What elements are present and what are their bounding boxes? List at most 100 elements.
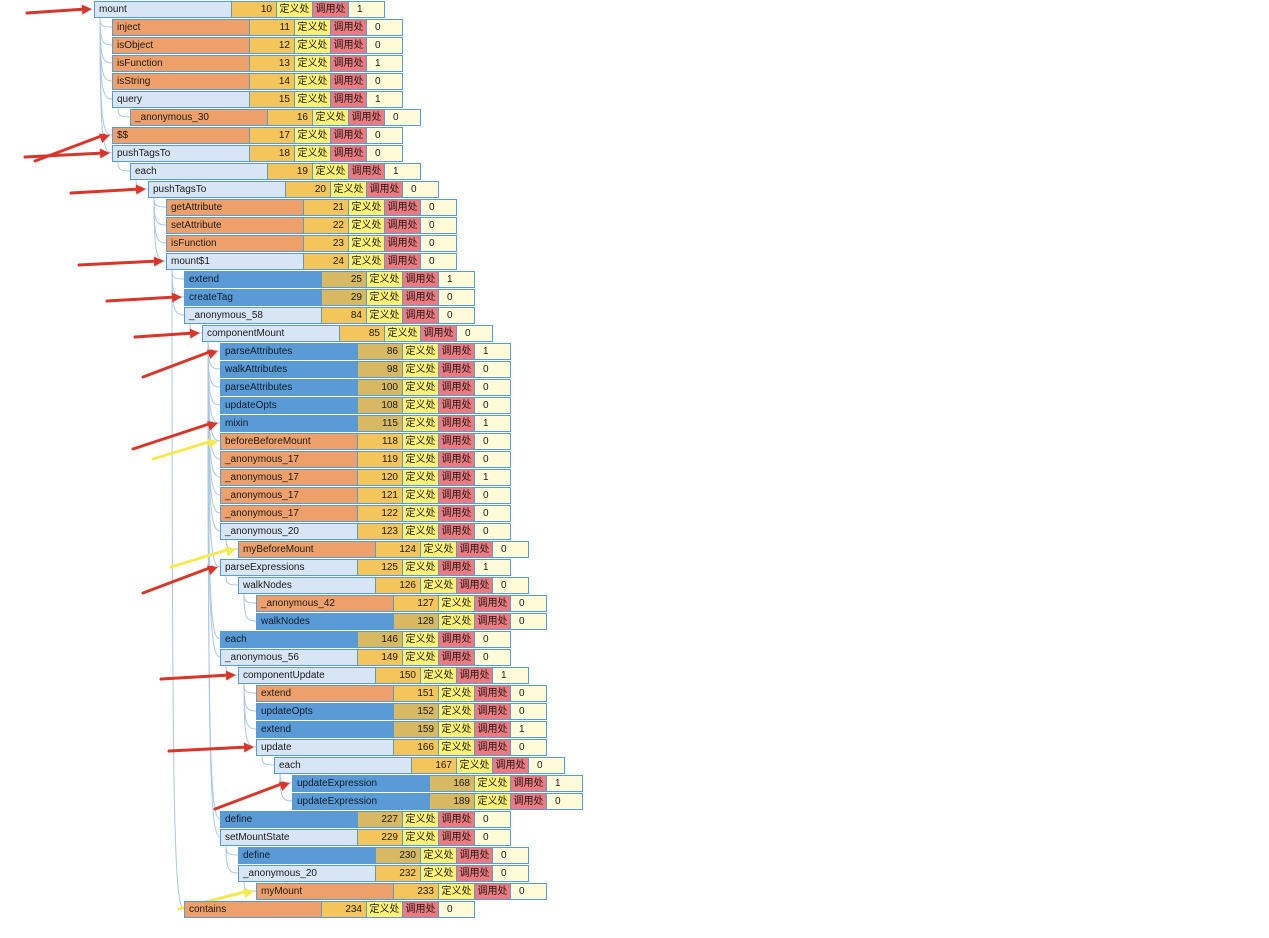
function-name: componentMount bbox=[202, 325, 340, 342]
definition-cell: 定义处 bbox=[312, 109, 349, 126]
call-count: 0 bbox=[492, 865, 529, 882]
function-name: beforeBeforeMount bbox=[220, 433, 358, 450]
tree-connector bbox=[99, 17, 113, 100]
callsite-cell: 调用处 bbox=[402, 307, 439, 324]
call-count: 1 bbox=[474, 559, 511, 576]
line-number: 146 bbox=[357, 631, 403, 648]
definition-cell: 定义处 bbox=[420, 541, 457, 558]
definition-cell: 定义处 bbox=[402, 451, 439, 468]
function-name: componentUpdate bbox=[238, 667, 376, 684]
tree-connector bbox=[225, 845, 239, 856]
callsite-cell: 调用处 bbox=[438, 415, 475, 432]
callsite-cell: 调用处 bbox=[384, 235, 421, 252]
tree-connector bbox=[117, 107, 131, 118]
function-name: _anonymous_42 bbox=[256, 595, 394, 612]
definition-cell: 定义处 bbox=[294, 91, 331, 108]
definition-cell: 定义处 bbox=[420, 865, 457, 882]
line-number: 25 bbox=[321, 271, 367, 288]
call-count: 0 bbox=[474, 397, 511, 414]
line-number: 108 bbox=[357, 397, 403, 414]
callsite-cell: 调用处 bbox=[366, 181, 403, 198]
callsite-cell: 调用处 bbox=[474, 613, 511, 630]
callsite-cell: 调用处 bbox=[330, 127, 367, 144]
function-name: pushTagsTo bbox=[112, 145, 250, 162]
callsite-cell: 调用处 bbox=[438, 523, 475, 540]
function-name: extend bbox=[256, 721, 394, 738]
function-name: extend bbox=[184, 271, 322, 288]
definition-cell: 定义处 bbox=[294, 73, 331, 90]
callsite-cell: 调用处 bbox=[456, 541, 493, 558]
function-name: _anonymous_20 bbox=[238, 865, 376, 882]
callsite-cell: 调用处 bbox=[438, 469, 475, 486]
callsite-cell: 调用处 bbox=[456, 667, 493, 684]
call-count: 0 bbox=[420, 199, 457, 216]
definition-cell: 定义处 bbox=[294, 145, 331, 162]
call-count: 0 bbox=[474, 451, 511, 468]
function-name: updateOpts bbox=[256, 703, 394, 720]
function-name: parseExpressions bbox=[220, 559, 358, 576]
red-arrow-icon bbox=[33, 133, 110, 163]
function-name: update bbox=[256, 739, 394, 756]
line-number: 84 bbox=[321, 307, 367, 324]
tree-connector bbox=[207, 341, 221, 820]
callsite-cell: 调用处 bbox=[456, 865, 493, 882]
line-number: 123 bbox=[357, 523, 403, 540]
call-count: 0 bbox=[456, 325, 493, 342]
call-count: 0 bbox=[420, 253, 457, 270]
function-name: _anonymous_17 bbox=[220, 469, 358, 486]
definition-cell: 定义处 bbox=[294, 127, 331, 144]
definition-cell: 定义处 bbox=[402, 361, 439, 378]
